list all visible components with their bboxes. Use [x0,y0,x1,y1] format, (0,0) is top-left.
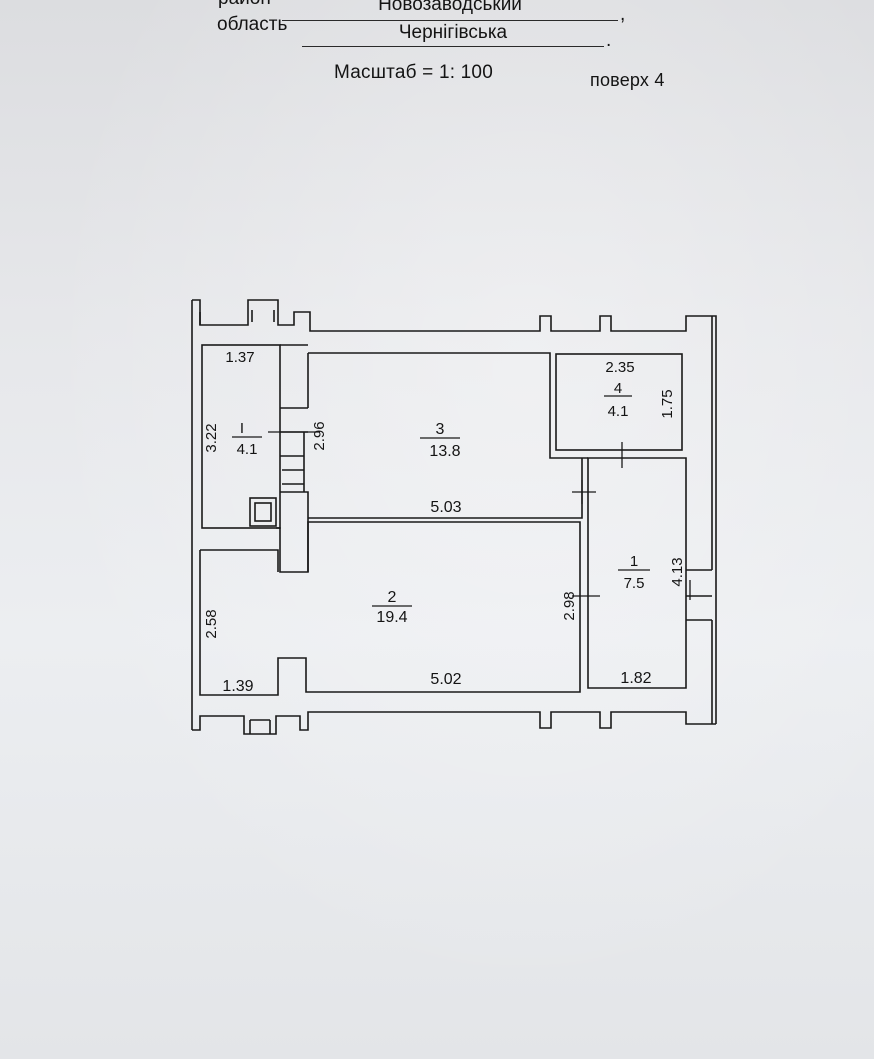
district-label: район [218,0,271,10]
room-4-dim-right: 1.75 [659,389,676,418]
scale-label: Масштаб = 1: 100 [334,62,493,83]
room-2-number: 2 [388,589,397,606]
room-3-dim-bottom: 5.03 [430,499,461,516]
room-4-number: 4 [614,380,622,397]
district-value: Новозаводський [378,0,522,15]
room-2-dim-right: 2.98 [561,591,578,620]
room-i-area: 4.1 [237,441,258,458]
room-1-dim-bottom: 1.82 [620,670,651,687]
room-2-dim-bottom: 5.02 [430,671,461,688]
room-i-dim-left: 3.22 [203,423,220,452]
room-2-dim-bottom-left: 1.39 [222,678,253,695]
room-3-number: 3 [436,421,445,438]
room-4-area: 4.1 [608,403,629,420]
district-underline [282,20,618,21]
region-underline [302,46,604,47]
room-i-dim-top: 1.37 [225,349,254,366]
room-4-dim-top: 2.35 [605,359,634,376]
floor-plan-walls [191,299,717,735]
room-3-area: 13.8 [429,443,460,460]
region-suffix: . [606,30,612,51]
room-i-number: I [240,420,244,437]
area-fraction-lines [232,395,650,607]
district-suffix: , [620,4,626,25]
room-1-area: 7.5 [624,575,645,592]
room-i-dim-right: 2.96 [311,421,328,450]
region-label: область [217,14,288,35]
dimension-ticks [268,431,691,600]
room-1-dim-right: 4.13 [669,557,686,586]
room-2-dim-left: 2.58 [203,609,220,638]
region-value: Чернігівська [398,22,508,43]
room-1-number: 1 [630,553,638,570]
floor-label: поверх 4 [590,70,665,90]
room-2-area: 19.4 [376,609,407,626]
